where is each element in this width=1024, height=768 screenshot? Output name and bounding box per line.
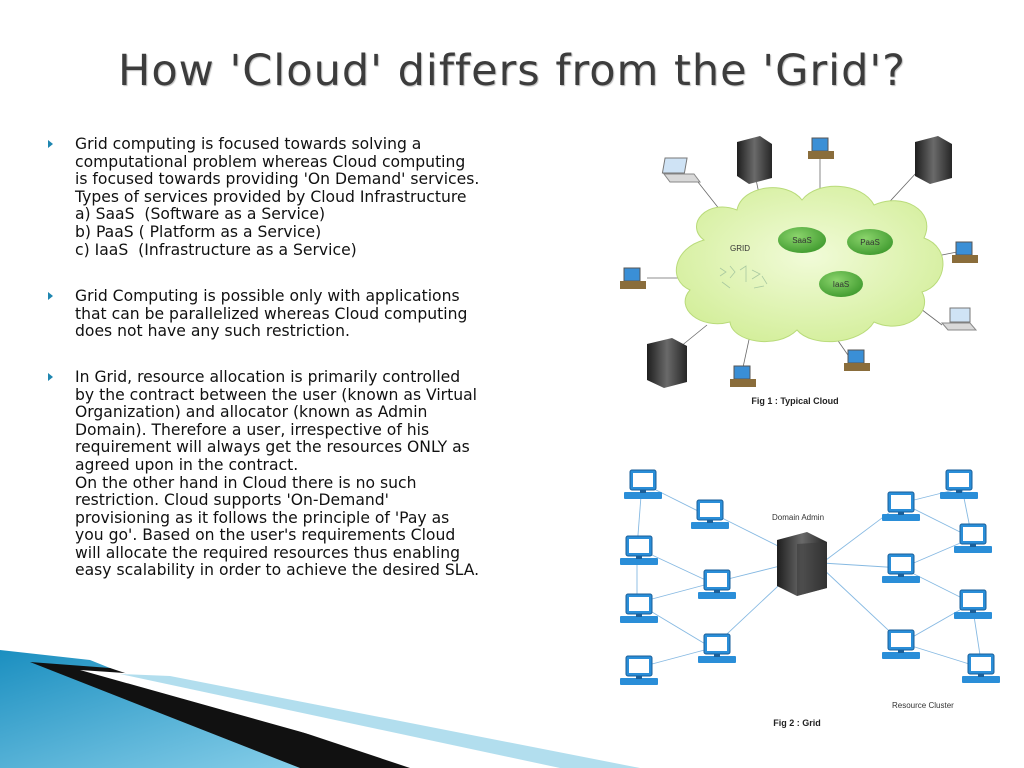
grid-computer-icon (697, 569, 737, 600)
resource-cluster-label: Resource Cluster (892, 701, 954, 710)
bullet-list: Grid computing is focused towards solvin… (42, 135, 552, 597)
grid-figure: Domain Admin Resource Cluster Fig 2 : Gr… (619, 469, 1001, 728)
fig1-caption: Fig 1 : Typical Cloud (751, 396, 838, 406)
bullet-line: you go'. Based on the user's requirement… (75, 526, 456, 545)
domain-admin-label: Domain Admin (772, 513, 824, 522)
triangle-bullet-icon (48, 372, 53, 381)
bullet-line: Organization) and allocator (known as Ad… (75, 403, 428, 422)
bullet-line: Types of services provided by Cloud Infr… (75, 187, 467, 206)
bullet-item-1: Grid computing is focused towards solvin… (42, 135, 552, 259)
fig2-caption: Fig 2 : Grid (773, 718, 821, 728)
bullet-line: On the other hand in Cloud there is no s… (75, 473, 417, 492)
bullet-item-2: Grid Computing is possible only with app… (42, 288, 552, 341)
grid-computer-icon (939, 469, 979, 500)
paas-bubble (847, 229, 893, 255)
bullet-line: restriction. Cloud supports 'On-Demand' (75, 491, 389, 510)
bullet-line: is focused towards providing 'On Demand'… (75, 170, 480, 189)
bullet-line: does not have any such restriction. (75, 322, 350, 341)
server-tower-icon (737, 136, 772, 184)
paas-label: PaaS (860, 238, 880, 247)
grid-computer-icon (881, 629, 921, 660)
desktop-computer-icon (952, 241, 978, 263)
bullet-line: b) PaaS ( Platform as a Service) (75, 222, 322, 241)
triangle-bullet-icon (48, 140, 53, 148)
grid-computer-icon (881, 553, 921, 584)
laptop-icon (940, 307, 978, 331)
bullet-line: computational problem whereas Cloud comp… (75, 152, 466, 171)
slide-title: How 'Cloud' differs from the 'Grid'? (117, 46, 907, 96)
bullet-line: will allocate the required resources thu… (75, 543, 460, 562)
cloud-grid-label: GRID (730, 244, 750, 253)
desktop-computer-icon (844, 349, 870, 371)
bullet-line: that can be parallelized whereas Cloud c… (75, 304, 468, 323)
saas-label: SaaS (792, 236, 812, 245)
grid-computer-icon (961, 653, 1001, 684)
laptop-icon (661, 157, 701, 183)
bottom-swoosh-decoration (0, 650, 640, 768)
saas-bubble (778, 227, 826, 253)
desktop-computer-icon (620, 267, 646, 289)
bullet-line: provisioning as it follows the principle… (75, 508, 450, 527)
bullet-line: easy scalability in order to achieve the… (75, 561, 480, 580)
grid-computer-icon (953, 589, 993, 620)
grid-computer-icon (881, 491, 921, 522)
bullet-line: a) SaaS (Software as a Service) (75, 205, 326, 224)
server-tower-icon (647, 338, 687, 388)
domain-admin-server-icon (777, 532, 827, 596)
cloud-shape (675, 185, 944, 343)
triangle-bullet-icon (48, 292, 53, 301)
bullet-line: c) IaaS (Infrastructure as a Service) (75, 240, 357, 259)
bullet-item-3: In Grid, resource allocation is primaril… (42, 367, 552, 580)
desktop-computer-icon (808, 137, 834, 159)
grid-computer-icon (953, 523, 993, 554)
bullet-line: by the contract between the user (known … (75, 385, 477, 404)
grid-glyph-icon (719, 265, 768, 289)
bullet-line: In Grid, resource allocation is primaril… (75, 367, 461, 386)
grid-computer-icon (690, 499, 730, 530)
grid-computer-icon (697, 633, 737, 664)
grid-computer-icon (623, 469, 663, 500)
grid-computer-icon (619, 593, 659, 624)
server-tower-icon (915, 136, 952, 184)
bullet-line: Domain). Therefore a user, irrespective … (75, 420, 430, 439)
iaas-label: IaaS (833, 280, 849, 289)
typical-cloud-figure: GRID SaaS PaaS IaaS (620, 136, 978, 406)
bullet-line: requirement will always get the resource… (75, 438, 470, 457)
bullet-line: Grid Computing is possible only with app… (75, 287, 460, 306)
bullet-line: agreed upon in the contract. (75, 455, 299, 474)
bullet-line: Grid computing is focused towards solvin… (75, 135, 422, 153)
desktop-computer-icon (730, 365, 756, 387)
iaas-bubble (819, 271, 863, 297)
grid-computer-icon (619, 535, 659, 566)
